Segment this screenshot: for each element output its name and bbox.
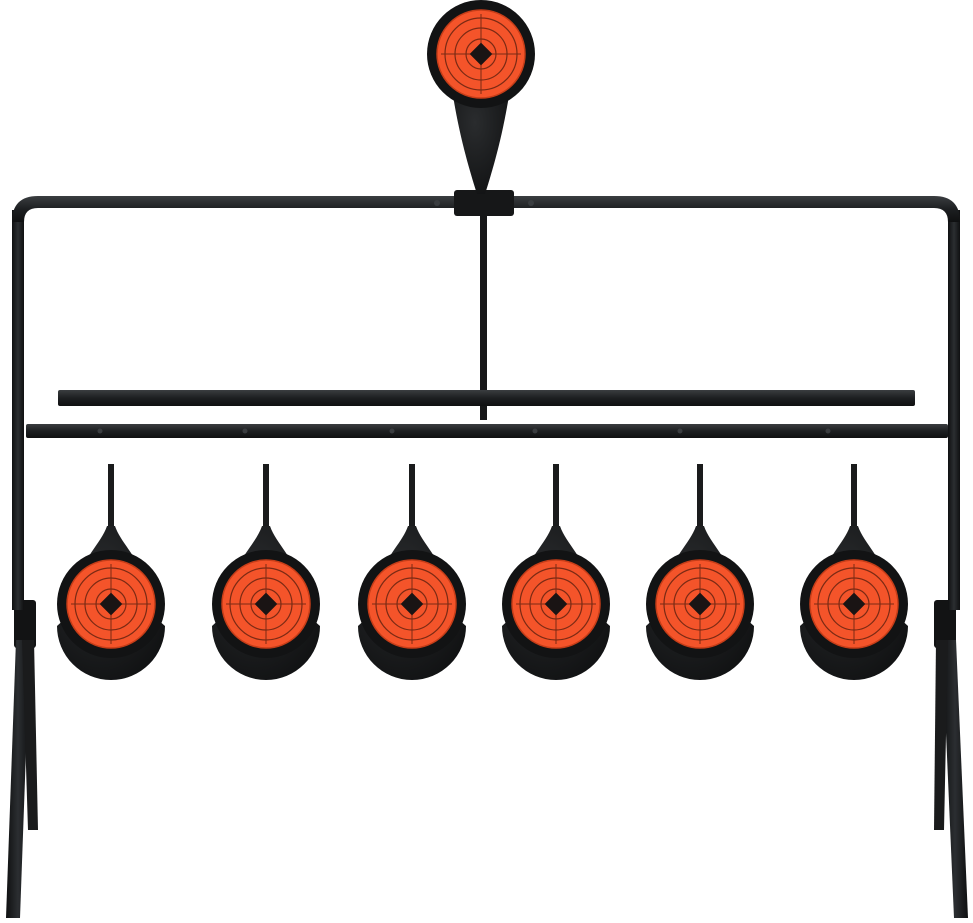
hanging-target-2	[212, 464, 320, 680]
bullseye-icon	[436, 9, 526, 99]
outer-frame	[12, 196, 960, 610]
hanging-target-1	[57, 464, 165, 680]
bottom-targets-row	[57, 464, 908, 680]
rear-crossbar	[26, 424, 948, 438]
front-crossbar	[58, 390, 915, 406]
right-leg-assembly	[934, 600, 968, 918]
hanging-target-4	[502, 464, 610, 680]
hanging-target-6	[800, 464, 908, 680]
top-reset-target	[427, 0, 535, 194]
hanging-target-5	[646, 464, 754, 680]
crossbar-bolts	[97, 428, 831, 434]
left-leg-assembly	[6, 600, 38, 918]
center-support	[454, 190, 514, 420]
hanging-target-3	[358, 464, 466, 680]
